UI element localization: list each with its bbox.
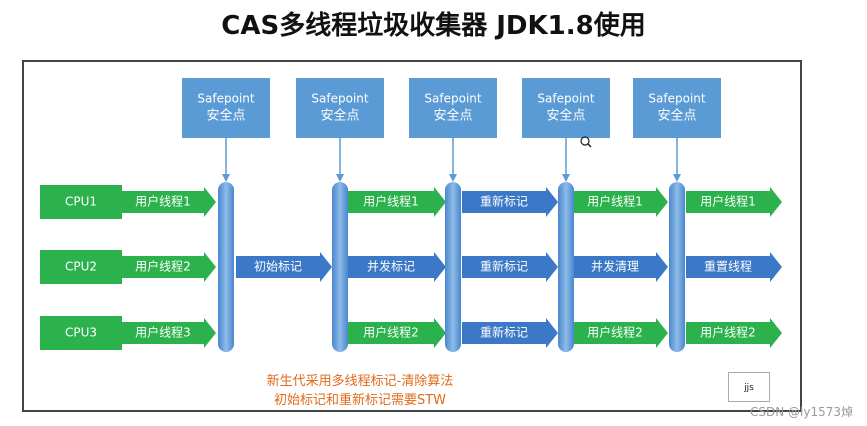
cpu-box <box>40 316 122 350</box>
thread-arrow-label: 用户线程2 <box>587 325 643 340</box>
safepoint-label-cn: 安全点 <box>546 108 585 124</box>
thread-arrow <box>574 187 668 217</box>
thread-arrow <box>462 252 558 282</box>
thread-arrow <box>122 318 216 348</box>
safepoint-bar <box>445 182 461 352</box>
thread-arrow-label: 并发清理 <box>591 259 639 274</box>
watermark: CSDN @ly1573焯 <box>749 405 853 419</box>
zoom-cursor-icon <box>580 136 590 146</box>
connector-arrowhead <box>336 174 344 182</box>
thread-arrow <box>348 187 446 217</box>
safepoint-bar <box>218 182 234 352</box>
thread-arrow-label: 并发标记 <box>367 259 415 274</box>
safepoint-label-cn: 安全点 <box>433 108 472 124</box>
safepoint-label: Safepoint <box>648 92 705 106</box>
jjs-badge: jjs <box>728 372 770 402</box>
safepoint-label: Safepoint <box>537 92 594 106</box>
thread-arrow-label: 重新标记 <box>480 259 528 274</box>
thread-arrow <box>122 252 216 282</box>
thread-arrow <box>686 252 782 282</box>
thread-arrow-label: 用户线程1 <box>135 194 191 209</box>
thread-arrow <box>686 318 782 348</box>
cpu-label: CPU3 <box>65 326 97 340</box>
safepoint-label: Safepoint <box>197 92 254 106</box>
thread-arrow <box>348 252 446 282</box>
thread-arrow <box>462 187 558 217</box>
safepoint-box <box>409 78 497 138</box>
cpu-label: CPU1 <box>65 195 97 209</box>
connector-arrowhead <box>562 174 570 182</box>
thread-arrow <box>348 318 446 348</box>
thread-arrow-label: 用户线程2 <box>700 325 756 340</box>
thread-arrow-label: 用户线程1 <box>700 194 756 209</box>
thread-arrow <box>236 252 332 282</box>
connector-arrowhead <box>222 174 230 182</box>
safepoint-box <box>522 78 610 138</box>
cpu-box <box>40 250 122 284</box>
safepoint-label-cn: 安全点 <box>320 108 359 124</box>
cpu-label: CPU2 <box>65 260 97 274</box>
zoom-cursor-handle <box>587 143 592 148</box>
thread-arrow-label: 用户线程3 <box>135 325 191 340</box>
thread-arrow-label: 重新标记 <box>480 194 528 209</box>
safepoint-box <box>182 78 270 138</box>
safepoint-bar <box>558 182 574 352</box>
thread-arrow-label: 重置线程 <box>704 259 752 274</box>
connector-arrowhead <box>449 174 457 182</box>
caption-line-1: 新生代采用多线程标记-清除算法 <box>266 374 454 389</box>
safepoint-bar <box>669 182 685 352</box>
safepoint-box <box>296 78 384 138</box>
thread-arrow <box>574 252 668 282</box>
thread-arrow <box>686 187 782 217</box>
thread-arrow-label: 用户线程1 <box>363 194 419 209</box>
safepoint-box <box>633 78 721 138</box>
page-title: CAS多线程垃圾收集器 JDK1.8使用 <box>221 11 646 41</box>
thread-arrow-label: 用户线程1 <box>587 194 643 209</box>
thread-arrow-label: 用户线程2 <box>363 325 419 340</box>
thread-arrow <box>574 318 668 348</box>
safepoint-label: Safepoint <box>424 92 481 106</box>
connector-arrowhead <box>673 174 681 182</box>
safepoint-label-cn: 安全点 <box>657 108 696 124</box>
thread-arrow-label: 重新标记 <box>480 325 528 340</box>
thread-arrow-label: 初始标记 <box>254 260 302 274</box>
thread-arrow-label: 用户线程2 <box>135 259 191 274</box>
thread-arrow <box>122 187 216 217</box>
thread-arrow <box>462 318 558 348</box>
safepoint-label: Safepoint <box>311 92 368 106</box>
cpu-box <box>40 185 122 219</box>
caption-line-2: 初始标记和重新标记需要STW <box>273 393 447 408</box>
safepoint-label-cn: 安全点 <box>206 108 245 124</box>
safepoint-bar <box>332 182 348 352</box>
